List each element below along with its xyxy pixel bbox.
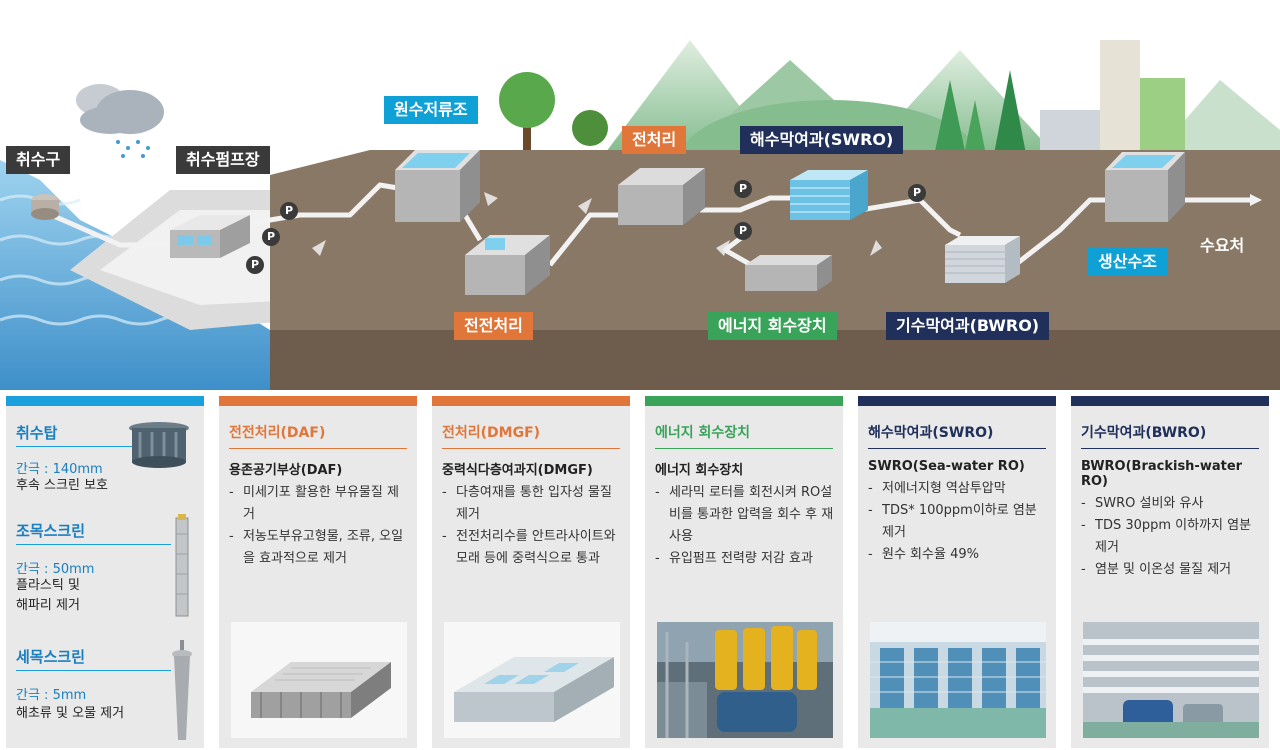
screen-title: 취수탑 bbox=[16, 424, 58, 442]
divider bbox=[16, 446, 171, 447]
rain-cloud bbox=[76, 84, 164, 158]
card-bar bbox=[6, 396, 204, 406]
dmgf-unit-image bbox=[444, 622, 620, 738]
card-heading: 에너지 회수장치 bbox=[655, 422, 833, 449]
intake-tower-icon bbox=[129, 422, 189, 468]
card-bar bbox=[1071, 396, 1269, 406]
erd-photo bbox=[657, 622, 833, 738]
card-daf: 전전처리(DAF) 용존공기부상(DAF) 미세기포 활용한 부유물질 제거 저… bbox=[219, 396, 417, 748]
screen-gap: 간극 : 140mm bbox=[16, 462, 103, 477]
card-subtitle: 용존공기부상(DAF) bbox=[229, 463, 343, 478]
flow-arrows bbox=[312, 192, 882, 256]
fine-screen-icon bbox=[172, 640, 192, 740]
label-swro: 해수막여과(SWRO) bbox=[740, 126, 904, 154]
daf-tank bbox=[465, 235, 550, 295]
card-swro: 해수막여과(SWRO) SWRO(Sea-water RO) 저에너지형 역삼투… bbox=[858, 396, 1056, 748]
swro-photo bbox=[870, 622, 1046, 738]
label-energy-recovery: 에너지 회수장치 bbox=[708, 312, 837, 340]
label-pre-pretreatment: 전전처리 bbox=[454, 312, 533, 340]
screen-title: 조목스크린 bbox=[16, 522, 86, 540]
pump-icon: P bbox=[734, 180, 752, 198]
screen-desc: 후속 스크린 보호 bbox=[16, 478, 108, 493]
divider bbox=[16, 670, 171, 671]
bullet-list: SWRO 설비와 유사 TDS 30ppm 이하까지 염분 제거 염분 및 이온… bbox=[1081, 493, 1261, 581]
bullet: 전전처리수를 안트라사이트와 모래 등에 중력식으로 통과 bbox=[442, 526, 622, 570]
screen-gap: 간극 : 5mm bbox=[16, 688, 87, 703]
label-intake: 취수구 bbox=[6, 146, 71, 174]
card-bar bbox=[432, 396, 630, 406]
bullet-list: 세라믹 로터를 회전시켜 RO설비를 통과한 압력을 회수 후 재사용 유입펌프… bbox=[655, 482, 835, 570]
label-intake-pump: 취수펌프장 bbox=[176, 146, 270, 174]
daf-unit-image bbox=[231, 622, 407, 738]
card-dmgf: 전처리(DMGF) 중력식다층여과지(DMGF) 다층여재를 통한 입자성 물질… bbox=[432, 396, 630, 748]
bullet: 염분 및 이온성 물질 제거 bbox=[1081, 559, 1261, 581]
label-destination: 수요처 bbox=[1200, 236, 1245, 255]
bullet: 유입펌프 전력량 저감 효과 bbox=[655, 548, 835, 570]
card-bar bbox=[219, 396, 417, 406]
coarse-screen-icon bbox=[175, 514, 189, 617]
card-subtitle: SWRO(Sea-water RO) bbox=[868, 459, 1025, 474]
label-product-tank: 생산수조 bbox=[1088, 248, 1167, 276]
swro-unit bbox=[790, 170, 868, 220]
pump-icon: P bbox=[246, 256, 264, 274]
screen-desc: 해초류 및 오물 제거 bbox=[16, 706, 125, 721]
bullet-list: 다층여재를 통한 입자성 물질 제거 전전처리수를 안트라사이트와 모래 등에 … bbox=[442, 482, 622, 570]
screen-gap: 간극 : 50mm bbox=[16, 562, 95, 577]
bullet: 다층여재를 통한 입자성 물질 제거 bbox=[442, 482, 622, 526]
pretreatment-tank bbox=[618, 168, 705, 225]
info-cards: 취수탑 간극 : 140mm 후속 스크린 보호 조목스크린 간극 : 50mm… bbox=[0, 396, 1280, 750]
intake-tower bbox=[31, 194, 59, 220]
bullet: 저에너지형 역삼투압막 bbox=[868, 478, 1048, 500]
card-screens: 취수탑 간극 : 140mm 후속 스크린 보호 조목스크린 간극 : 50mm… bbox=[6, 396, 204, 748]
card-subtitle: 에너지 회수장치 bbox=[655, 463, 744, 478]
pump-icon: P bbox=[280, 202, 298, 220]
label-pretreatment: 전처리 bbox=[622, 126, 687, 154]
intake-pump-station bbox=[170, 215, 250, 258]
divider bbox=[16, 544, 171, 545]
label-raw-tank: 원수저류조 bbox=[384, 96, 478, 124]
screen-title: 세목스크린 bbox=[16, 648, 86, 666]
card-bar bbox=[858, 396, 1056, 406]
bullet: 저농도부유고형물, 조류, 오일을 효과적으로 제거 bbox=[229, 526, 409, 570]
card-erd: 에너지 회수장치 에너지 회수장치 세라믹 로터를 회전시켜 RO설비를 통과한… bbox=[645, 396, 843, 748]
bwro-photo bbox=[1083, 622, 1259, 738]
process-illustration bbox=[0, 40, 1280, 390]
bwro-unit bbox=[945, 236, 1020, 283]
pump-icon: P bbox=[734, 222, 752, 240]
bullet: SWRO 설비와 유사 bbox=[1081, 493, 1261, 515]
product-tank bbox=[1105, 152, 1185, 222]
card-heading: 전처리(DMGF) bbox=[442, 422, 620, 449]
card-heading: 해수막여과(SWRO) bbox=[868, 422, 1046, 449]
label-bwro: 기수막여과(BWRO) bbox=[886, 312, 1050, 340]
bullet-list: 미세기포 활용한 부유물질 제거 저농도부유고형물, 조류, 오일을 효과적으로… bbox=[229, 482, 409, 570]
ground-side bbox=[270, 330, 1280, 390]
raw-water-tank bbox=[395, 150, 480, 222]
screen-desc: 플라스틱 및 해파리 제거 bbox=[16, 578, 80, 613]
card-bar bbox=[645, 396, 843, 406]
card-heading: 기수막여과(BWRO) bbox=[1081, 422, 1259, 449]
pump-icon: P bbox=[262, 228, 280, 246]
pump-icon: P bbox=[908, 184, 926, 202]
bullet-list: 저에너지형 역삼투압막 TDS* 100ppm이하로 염분 제거 원수 회수율 … bbox=[868, 478, 1048, 566]
card-heading: 전전처리(DAF) bbox=[229, 422, 407, 449]
erd-unit bbox=[745, 255, 832, 291]
bullet: 세라믹 로터를 회전시켜 RO설비를 통과한 압력을 회수 후 재사용 bbox=[655, 482, 835, 548]
bullet: 원수 회수율 49% bbox=[868, 544, 1048, 566]
bullet: TDS* 100ppm이하로 염분 제거 bbox=[868, 500, 1048, 544]
bullet: TDS 30ppm 이하까지 염분 제거 bbox=[1081, 515, 1261, 559]
bullet: 미세기포 활용한 부유물질 제거 bbox=[229, 482, 409, 526]
card-bwro: 기수막여과(BWRO) BWRO(Brackish-water RO) SWRO… bbox=[1071, 396, 1269, 748]
card-subtitle: BWRO(Brackish-water RO) bbox=[1081, 459, 1243, 489]
card-subtitle: 중력식다층여과지(DMGF) bbox=[442, 463, 593, 478]
